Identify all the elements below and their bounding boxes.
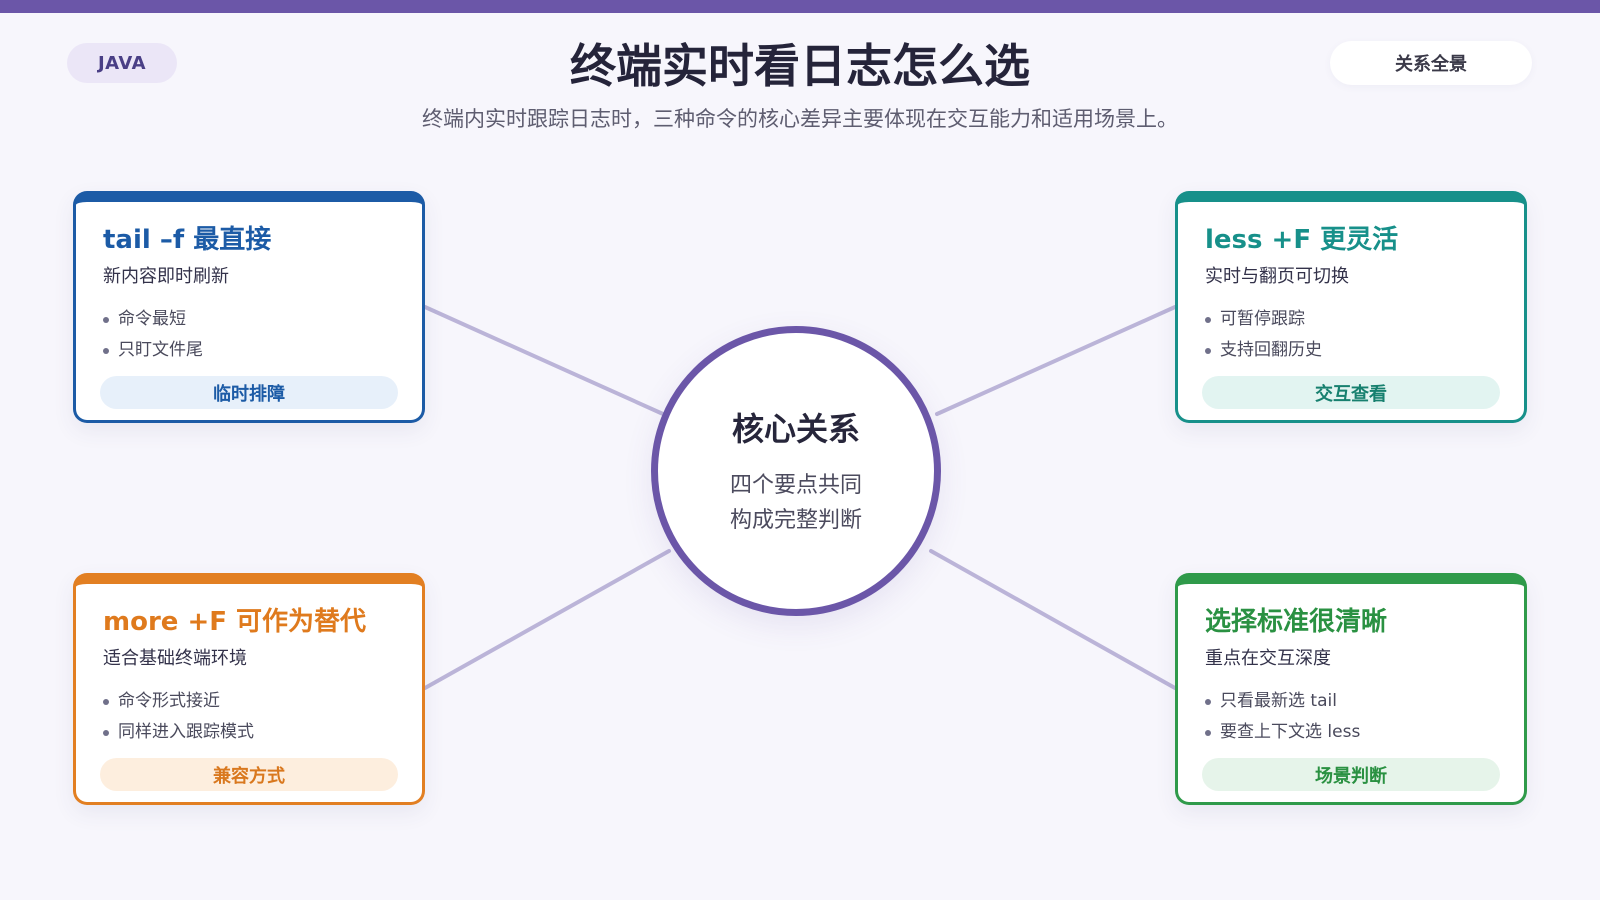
card-title: less +F 更灵活	[1205, 225, 1399, 255]
point-text: 同样进入跟踪模式	[118, 722, 254, 742]
card-subtitle: 新内容即时刷新	[103, 266, 229, 287]
list-item: 命令最短	[103, 304, 203, 335]
bullet-dot	[103, 347, 109, 354]
list-item: 命令形式接近	[103, 686, 254, 717]
point-text: 只看最新选 tail	[1220, 691, 1337, 711]
card-badge: 场景判断	[1202, 758, 1500, 791]
overview-pill[interactable]: 关系全景	[1330, 41, 1532, 85]
list-item: 只盯文件尾	[103, 335, 203, 366]
top-accent-bar	[0, 0, 1600, 13]
card-criteria: 选择标准很清晰 重点在交互深度 只看最新选 tail 要查上下文选 less 场…	[1175, 573, 1527, 805]
bullet-dot	[103, 729, 109, 736]
list-item: 只看最新选 tail	[1205, 686, 1360, 717]
hub-title: 核心关系	[731, 410, 860, 448]
bullet-dot	[1205, 347, 1211, 354]
card-points: 命令形式接近 同样进入跟踪模式	[103, 686, 254, 748]
card-title: tail –f 最直接	[103, 225, 272, 255]
point-text: 只盯文件尾	[118, 340, 203, 360]
page-subtitle: 终端内实时跟踪日志时，三种命令的核心差异主要体现在交互能力和适用场景上。	[422, 107, 1178, 131]
card-tail: tail –f 最直接 新内容即时刷新 命令最短 只盯文件尾 临时排障	[73, 191, 425, 423]
list-item: 要查上下文选 less	[1205, 717, 1360, 748]
bullet-dot	[1205, 729, 1211, 736]
list-item: 支持回翻历史	[1205, 335, 1322, 366]
list-item: 可暂停跟踪	[1205, 304, 1322, 335]
point-text: 命令形式接近	[118, 691, 220, 711]
card-more: more +F 可作为替代 适合基础终端环境 命令形式接近 同样进入跟踪模式 兼…	[73, 573, 425, 805]
point-text: 命令最短	[118, 309, 186, 329]
card-points: 命令最短 只盯文件尾	[103, 304, 203, 366]
category-tag: JAVA	[67, 43, 177, 83]
hub-line-1: 四个要点共同	[729, 473, 862, 498]
point-text: 支持回翻历史	[1220, 340, 1322, 360]
bullet-dot	[103, 698, 109, 705]
card-title: 选择标准很清晰	[1205, 607, 1388, 637]
central-hub: 核心关系 四个要点共同 构成完整判断	[651, 326, 941, 616]
bullet-dot	[1205, 316, 1211, 323]
page-title: 终端实时看日志怎么选	[570, 39, 1030, 93]
card-subtitle: 实时与翻页可切换	[1205, 266, 1349, 287]
bullet-dot	[1205, 698, 1211, 705]
connector-top-right	[935, 305, 1177, 416]
connector-top-left	[423, 305, 665, 416]
connector-bottom-right	[929, 549, 1177, 690]
card-points: 可暂停跟踪 支持回翻历史	[1205, 304, 1322, 366]
point-text: 可暂停跟踪	[1220, 309, 1305, 329]
card-badge: 临时排障	[100, 376, 398, 409]
list-item: 同样进入跟踪模式	[103, 717, 254, 748]
card-less: less +F 更灵活 实时与翻页可切换 可暂停跟踪 支持回翻历史 交互查看	[1175, 191, 1527, 423]
bullet-dot	[103, 316, 109, 323]
card-badge: 交互查看	[1202, 376, 1500, 409]
hub-line-2: 构成完整判断	[729, 508, 862, 533]
card-badge: 兼容方式	[100, 758, 398, 791]
connector-bottom-left	[423, 549, 671, 690]
card-subtitle: 适合基础终端环境	[103, 648, 247, 669]
point-text: 要查上下文选 less	[1220, 722, 1361, 742]
card-subtitle: 重点在交互深度	[1205, 648, 1331, 669]
card-title: more +F 可作为替代	[103, 607, 367, 637]
card-points: 只看最新选 tail 要查上下文选 less	[1205, 686, 1360, 748]
